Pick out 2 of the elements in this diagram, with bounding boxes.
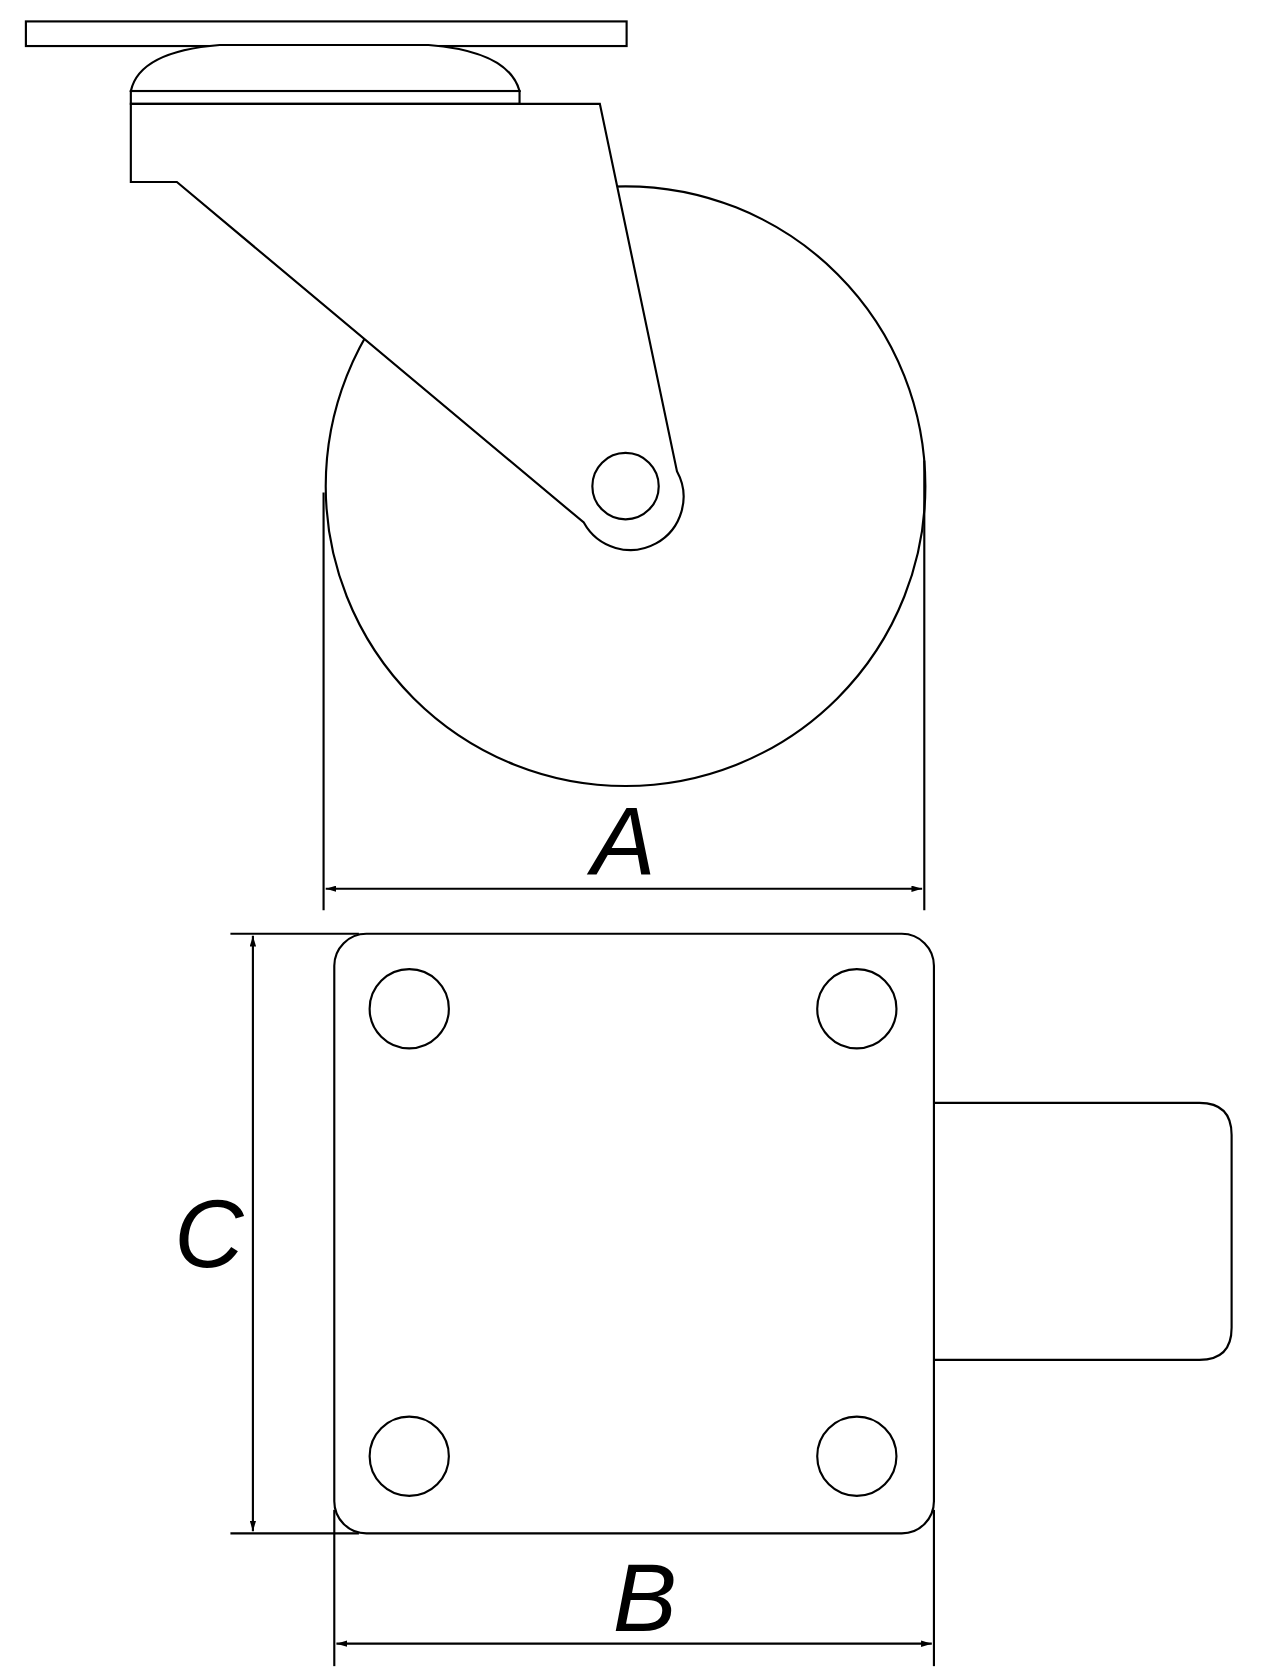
dimension-label: C (174, 1185, 244, 1282)
dimension-label: B (612, 1550, 677, 1647)
